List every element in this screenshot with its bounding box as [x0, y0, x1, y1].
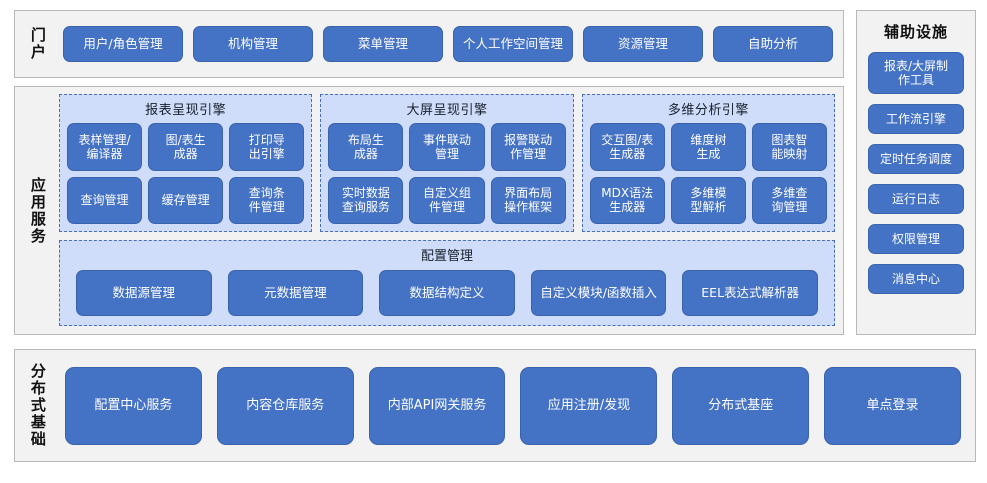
aux-item-scheduled-task-scheduler[interactable]: 定时任务调度 — [868, 144, 964, 174]
olap-item-chart-intelligent-mapping[interactable]: 图表智 能映射 — [751, 123, 827, 171]
report-item-query-condition-management[interactable]: 查询条 件管理 — [229, 176, 305, 224]
config-item-eel-expression-parser[interactable]: EEL表达式解析器 — [682, 270, 818, 316]
config-item-custom-module-function-insertion[interactable]: 自定义模块/函数插入 — [530, 270, 667, 316]
engine-report-rendering-title: 报表呈现引擎 — [145, 103, 227, 118]
report-item-cache-management[interactable]: 缓存管理 — [148, 176, 224, 224]
screen-item-layout-generator[interactable]: 布局生 成器 — [328, 123, 404, 171]
aux-item-message-center[interactable]: 消息中心 — [868, 264, 964, 294]
engine-large-screen-rendering-grid: 布局生 成器 事件联动 管理 报警联动 作管理 实时数据 查询服务 自定义组 件… — [328, 123, 566, 224]
dist-item-internal-api-gateway-service[interactable]: 内部API网关服务 — [368, 366, 506, 445]
engine-report-rendering-grid: 表样管理/ 编译器 图/表生 成器 打印导 出引擎 查询管理 缓存管理 查询条 … — [67, 123, 305, 224]
aux-item-runtime-log[interactable]: 运行日志 — [868, 184, 964, 214]
config-item-data-structure-definition[interactable]: 数据结构定义 — [379, 270, 515, 316]
screen-item-event-linkage-management[interactable]: 事件联动 管理 — [409, 123, 485, 171]
olap-item-dimension-tree-generation[interactable]: 维度树 生成 — [670, 123, 746, 171]
config-item-metadata-management[interactable]: 元数据管理 — [227, 270, 364, 316]
portal-item-resource-management[interactable]: 资源管理 — [583, 26, 703, 62]
application-services-body: 报表呈现引擎 表样管理/ 编译器 图/表生 成器 打印导 出引擎 查询管理 缓存… — [59, 87, 843, 334]
engines-row: 报表呈现引擎 表样管理/ 编译器 图/表生 成器 打印导 出引擎 查询管理 缓存… — [59, 94, 835, 232]
application-services-section: 应用服务 报表呈现引擎 表样管理/ 编译器 图/表生 成器 打印导 出引擎 查询… — [14, 86, 844, 335]
portal-item-organization-management[interactable]: 机构管理 — [193, 26, 313, 62]
portal-item-user-role-management[interactable]: 用户/角色管理 — [63, 26, 183, 62]
configuration-management-panel: 配置管理 数据源管理 元数据管理 数据结构定义 自定义模块/函数插入 EEL表达… — [59, 240, 835, 326]
screen-item-custom-component-management[interactable]: 自定义组 件管理 — [409, 176, 485, 224]
portal-section: 门户 用户/角色管理 机构管理 菜单管理 个人工作空间管理 资源管理 自助分析 — [14, 10, 844, 78]
distributed-infrastructure-row: 配置中心服务 内容仓库服务 内部API网关服务 应用注册/发现 分布式基座 单点… — [59, 350, 975, 461]
auxiliary-facilities-section: 辅助设施 报表/大屏制 作工具 工作流引擎 定时任务调度 运行日志 权限管理 消… — [856, 10, 976, 335]
olap-item-interactive-chart-table-generator[interactable]: 交互图/表 生成器 — [589, 123, 665, 171]
portal-item-self-service-analysis[interactable]: 自助分析 — [713, 26, 833, 62]
dist-item-config-center-service[interactable]: 配置中心服务 — [65, 366, 202, 445]
report-item-print-export-engine[interactable]: 打印导 出引擎 — [229, 123, 305, 171]
auxiliary-facilities-title: 辅助设施 — [883, 23, 948, 41]
report-item-query-management[interactable]: 查询管理 — [67, 176, 143, 224]
portal-item-personal-workspace-management[interactable]: 个人工作空间管理 — [453, 26, 573, 62]
aux-item-workflow-engine[interactable]: 工作流引擎 — [868, 104, 964, 134]
engine-multidimensional-analysis-title: 多维分析引擎 — [667, 103, 749, 118]
olap-item-multidimensional-model-parsing[interactable]: 多维模 型解析 — [670, 176, 746, 224]
screen-item-ui-layout-operation-framework[interactable]: 界面布局 操作框架 — [490, 176, 566, 224]
config-item-datasource-management[interactable]: 数据源管理 — [76, 270, 212, 316]
auxiliary-facilities-list: 报表/大屏制 作工具 工作流引擎 定时任务调度 运行日志 权限管理 消息中心 — [857, 52, 975, 294]
olap-item-mdx-syntax-generator[interactable]: MDX语法 生成器 — [589, 176, 665, 224]
engine-large-screen-rendering-title: 大屏呈现引擎 — [406, 103, 488, 118]
olap-item-multidimensional-query-management[interactable]: 多维查 询管理 — [751, 176, 827, 224]
portal-button-row: 用户/角色管理 机构管理 菜单管理 个人工作空间管理 资源管理 自助分析 — [59, 11, 843, 77]
engine-large-screen-rendering: 大屏呈现引擎 布局生 成器 事件联动 管理 报警联动 作管理 实时数据 查询服务… — [320, 94, 574, 232]
distributed-infrastructure-section-label: 分布式基础 — [28, 363, 47, 448]
dist-item-distributed-foundation[interactable]: 分布式基座 — [672, 366, 810, 445]
distributed-infrastructure-section: 分布式基础 配置中心服务 内容仓库服务 内部API网关服务 应用注册/发现 分布… — [14, 349, 976, 462]
dist-item-content-repository-service[interactable]: 内容仓库服务 — [216, 366, 354, 445]
engine-multidimensional-analysis-grid: 交互图/表 生成器 维度树 生成 图表智 能映射 MDX语法 生成器 多维模 型… — [589, 123, 827, 224]
engine-report-rendering: 报表呈现引擎 表样管理/ 编译器 图/表生 成器 打印导 出引擎 查询管理 缓存… — [59, 94, 313, 232]
configuration-management-title: 配置管理 — [420, 249, 473, 264]
screen-item-realtime-data-query-service[interactable]: 实时数据 查询服务 — [328, 176, 404, 224]
application-services-section-label: 应用服务 — [28, 176, 47, 245]
configuration-management-row: 数据源管理 元数据管理 数据结构定义 自定义模块/函数插入 EEL表达式解析器 — [70, 270, 824, 316]
report-item-template-management-compiler[interactable]: 表样管理/ 编译器 — [67, 123, 143, 171]
aux-item-report-dashboard-authoring-tool[interactable]: 报表/大屏制 作工具 — [868, 52, 964, 94]
portal-section-label: 门户 — [28, 27, 47, 61]
dist-item-single-sign-on[interactable]: 单点登录 — [824, 366, 961, 445]
dist-item-app-registry-discovery[interactable]: 应用注册/发现 — [520, 366, 658, 445]
portal-item-menu-management[interactable]: 菜单管理 — [323, 26, 443, 62]
report-item-chart-table-generator[interactable]: 图/表生 成器 — [148, 123, 224, 171]
engine-multidimensional-analysis: 多维分析引擎 交互图/表 生成器 维度树 生成 图表智 能映射 MDX语法 生成… — [581, 94, 835, 232]
screen-item-alarm-linkage-action-management[interactable]: 报警联动 作管理 — [490, 123, 566, 171]
aux-item-permission-management[interactable]: 权限管理 — [868, 224, 964, 254]
